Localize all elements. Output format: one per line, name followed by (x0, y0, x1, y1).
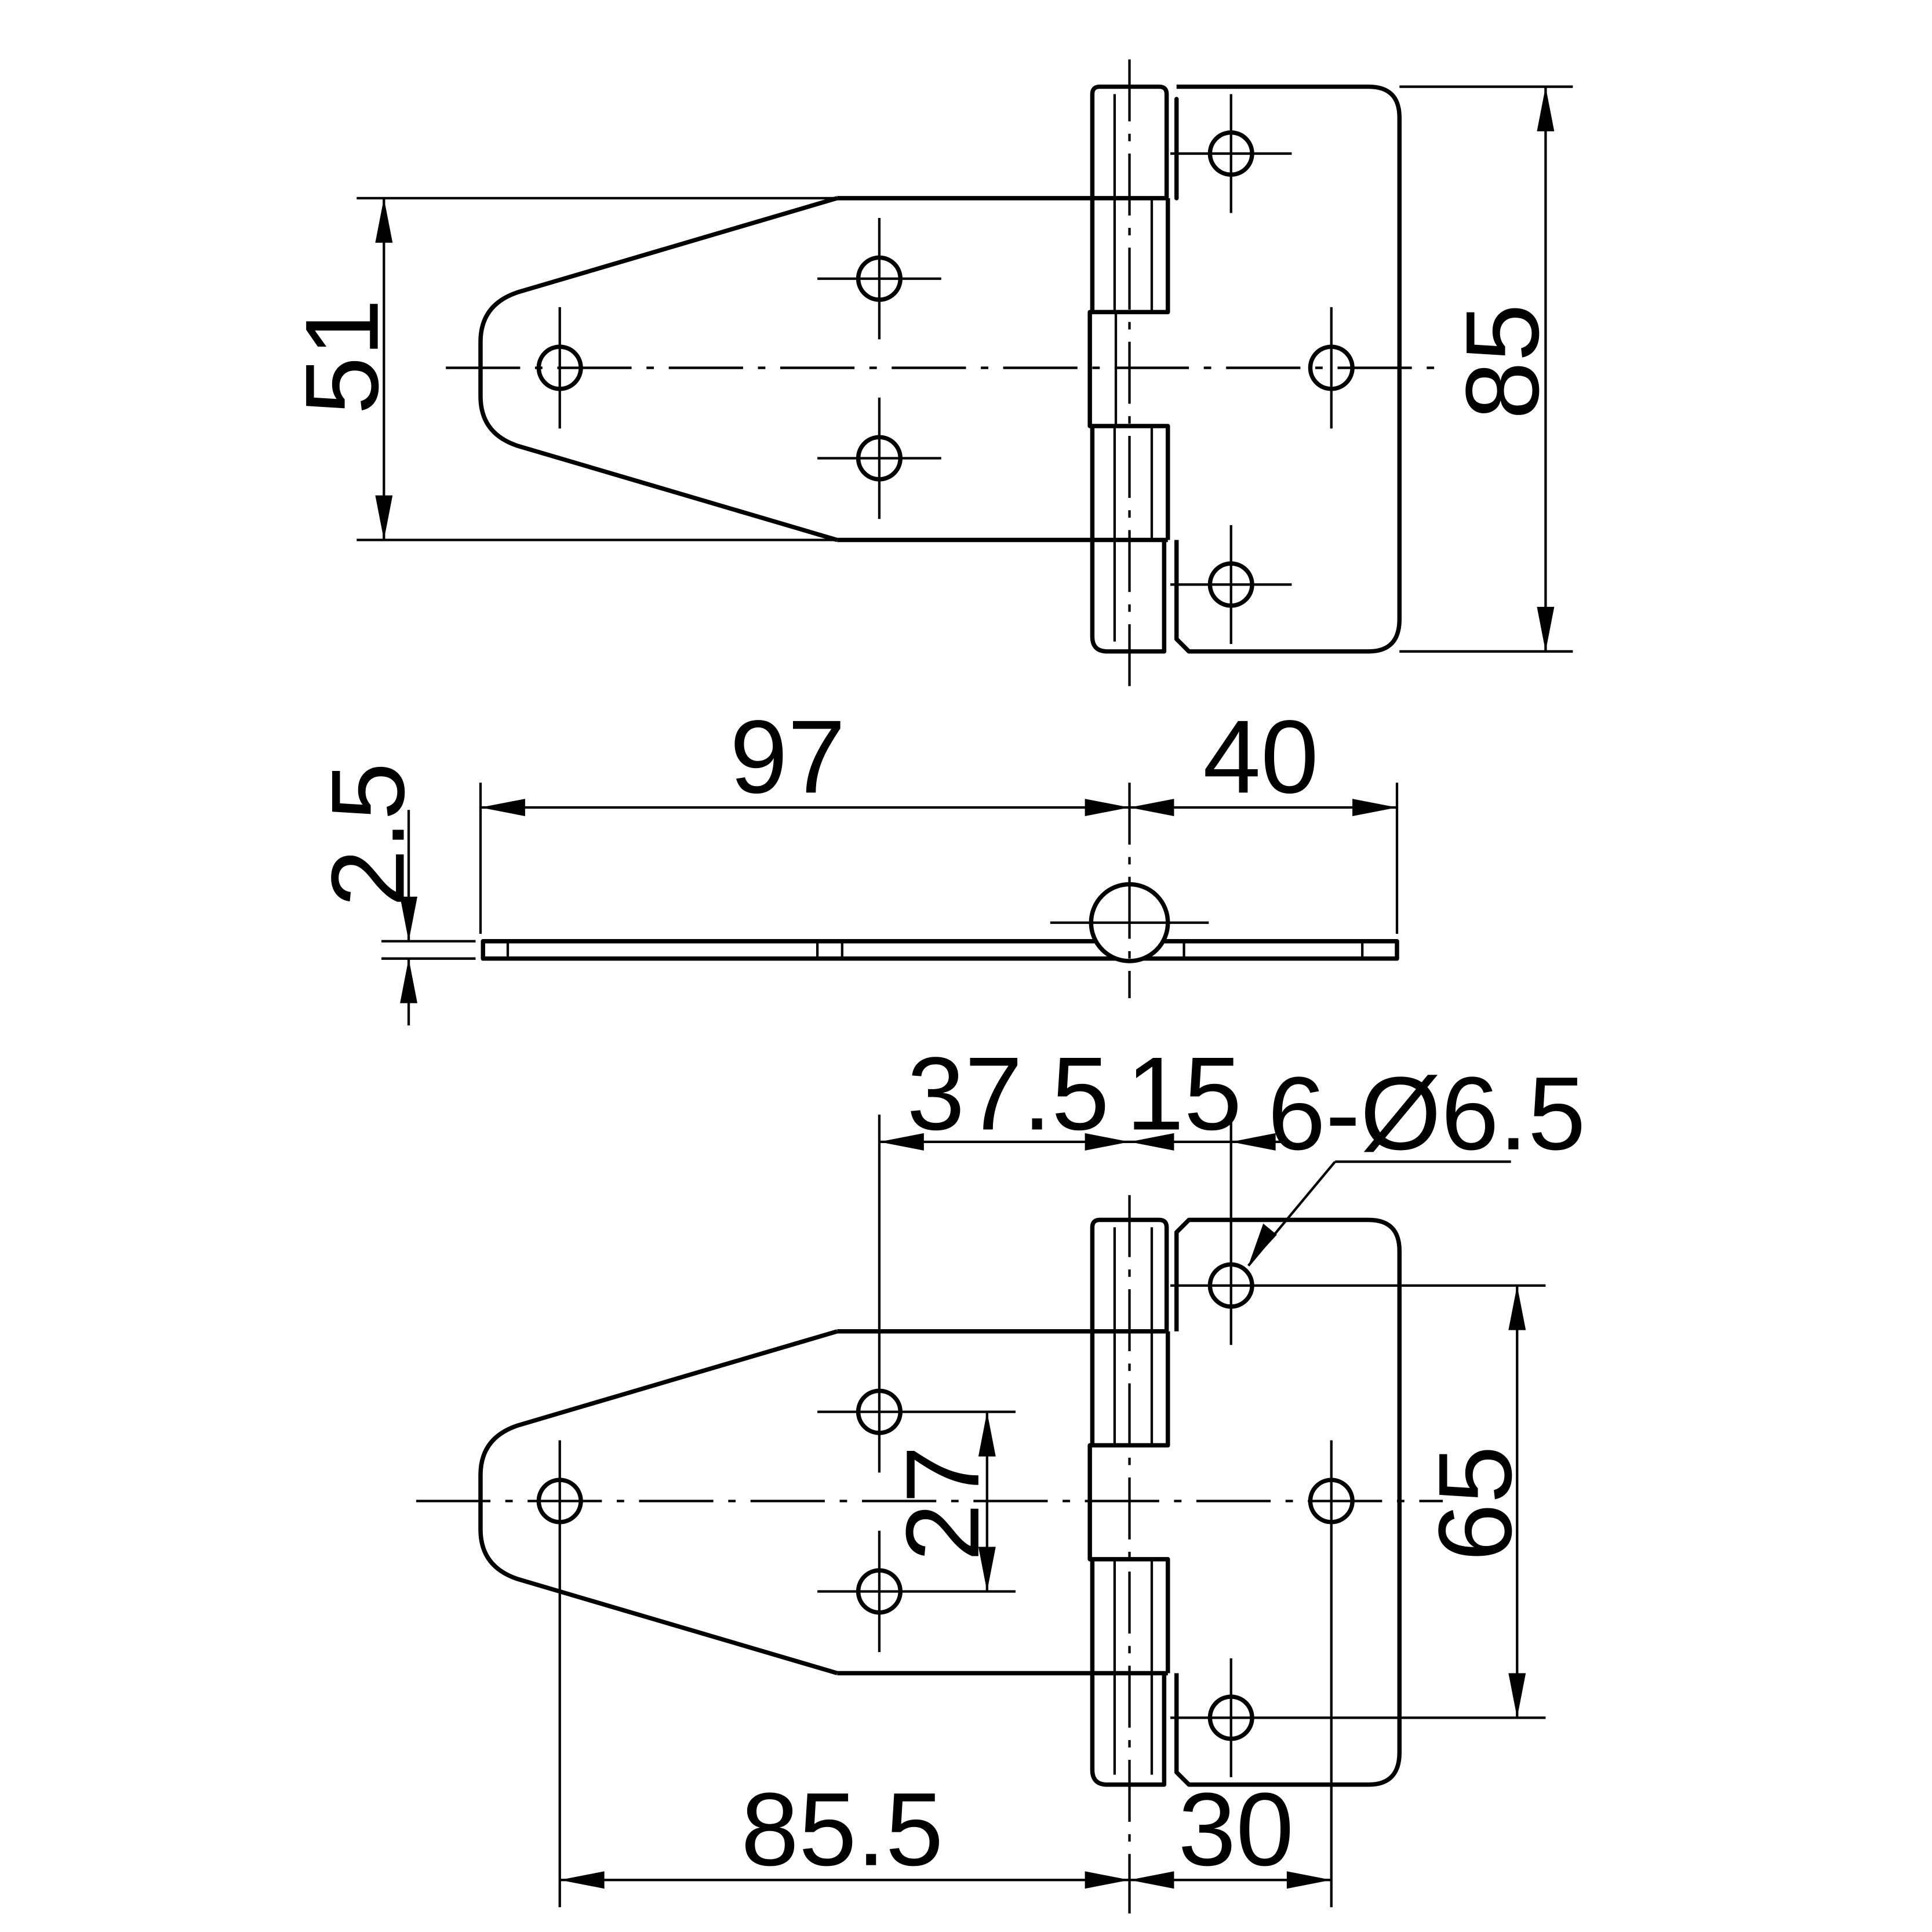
dim-65-label: 65 (1418, 1446, 1534, 1562)
dim-85: 85 (1399, 85, 1573, 653)
dim-37-5-label: 37.5 (907, 1036, 1109, 1152)
dim-85-label: 85 (1445, 304, 1561, 420)
bottom-hole-right-mid (1308, 1440, 1355, 1908)
dim-15-label: 15 (1126, 1036, 1242, 1152)
hole-callout-label: 6-Ø6.5 (1268, 1056, 1586, 1172)
side-view: 97 40 2.5 (311, 699, 1399, 1026)
top-hole-left (536, 307, 583, 429)
dim-85-5: 85.5 (559, 1772, 1130, 1889)
dim-27-label: 27 (885, 1446, 1001, 1562)
side-plate (481, 939, 1399, 961)
bottom-pin-barrel (1090, 1217, 1169, 1787)
dim-40-label: 40 (1203, 699, 1319, 815)
bottom-hole-upper (817, 1114, 1016, 1473)
bottom-hole-left (536, 1440, 583, 1908)
top-knuckles-left (1087, 198, 1170, 540)
dim-27: 27 (885, 1411, 1001, 1592)
dim-97-label: 97 (730, 699, 846, 815)
bottom-view: 37.5 15 6-Ø6.5 27 65 (416, 1036, 1586, 1913)
top-hole-right-top (1170, 94, 1292, 213)
top-right-leaf (1174, 84, 1402, 654)
dim-2-5-label: 2.5 (311, 762, 427, 907)
dim-65: 65 (1418, 1285, 1534, 1718)
dim-30-label: 30 (1178, 1772, 1294, 1888)
dim-85-5-label: 85.5 (741, 1772, 943, 1888)
top-hole-right-bottom (1170, 525, 1292, 644)
dim-97: 97 (479, 699, 1130, 934)
top-pin-barrel (1090, 84, 1169, 654)
dim-15: 15 (1126, 1036, 1288, 1152)
bottom-hole-right-bottom (1170, 1658, 1546, 1777)
top-view: 51 85 (285, 59, 1573, 694)
dim-51: 51 (285, 197, 838, 541)
bottom-hole-lower (817, 1530, 1016, 1653)
dim-37-5: 37.5 (879, 1036, 1130, 1152)
dim-40: 40 (1129, 699, 1399, 934)
top-hole-lower (817, 397, 941, 519)
dim-2-5: 2.5 (311, 762, 476, 1026)
dim-51-label: 51 (285, 299, 401, 415)
top-hole-upper (817, 218, 941, 340)
hole-callout: 6-Ø6.5 (1247, 1056, 1586, 1267)
bottom-hole-right-top (1170, 1114, 1546, 1345)
dim-30: 30 (1129, 1772, 1331, 1889)
top-hole-right-mid (1308, 307, 1355, 429)
